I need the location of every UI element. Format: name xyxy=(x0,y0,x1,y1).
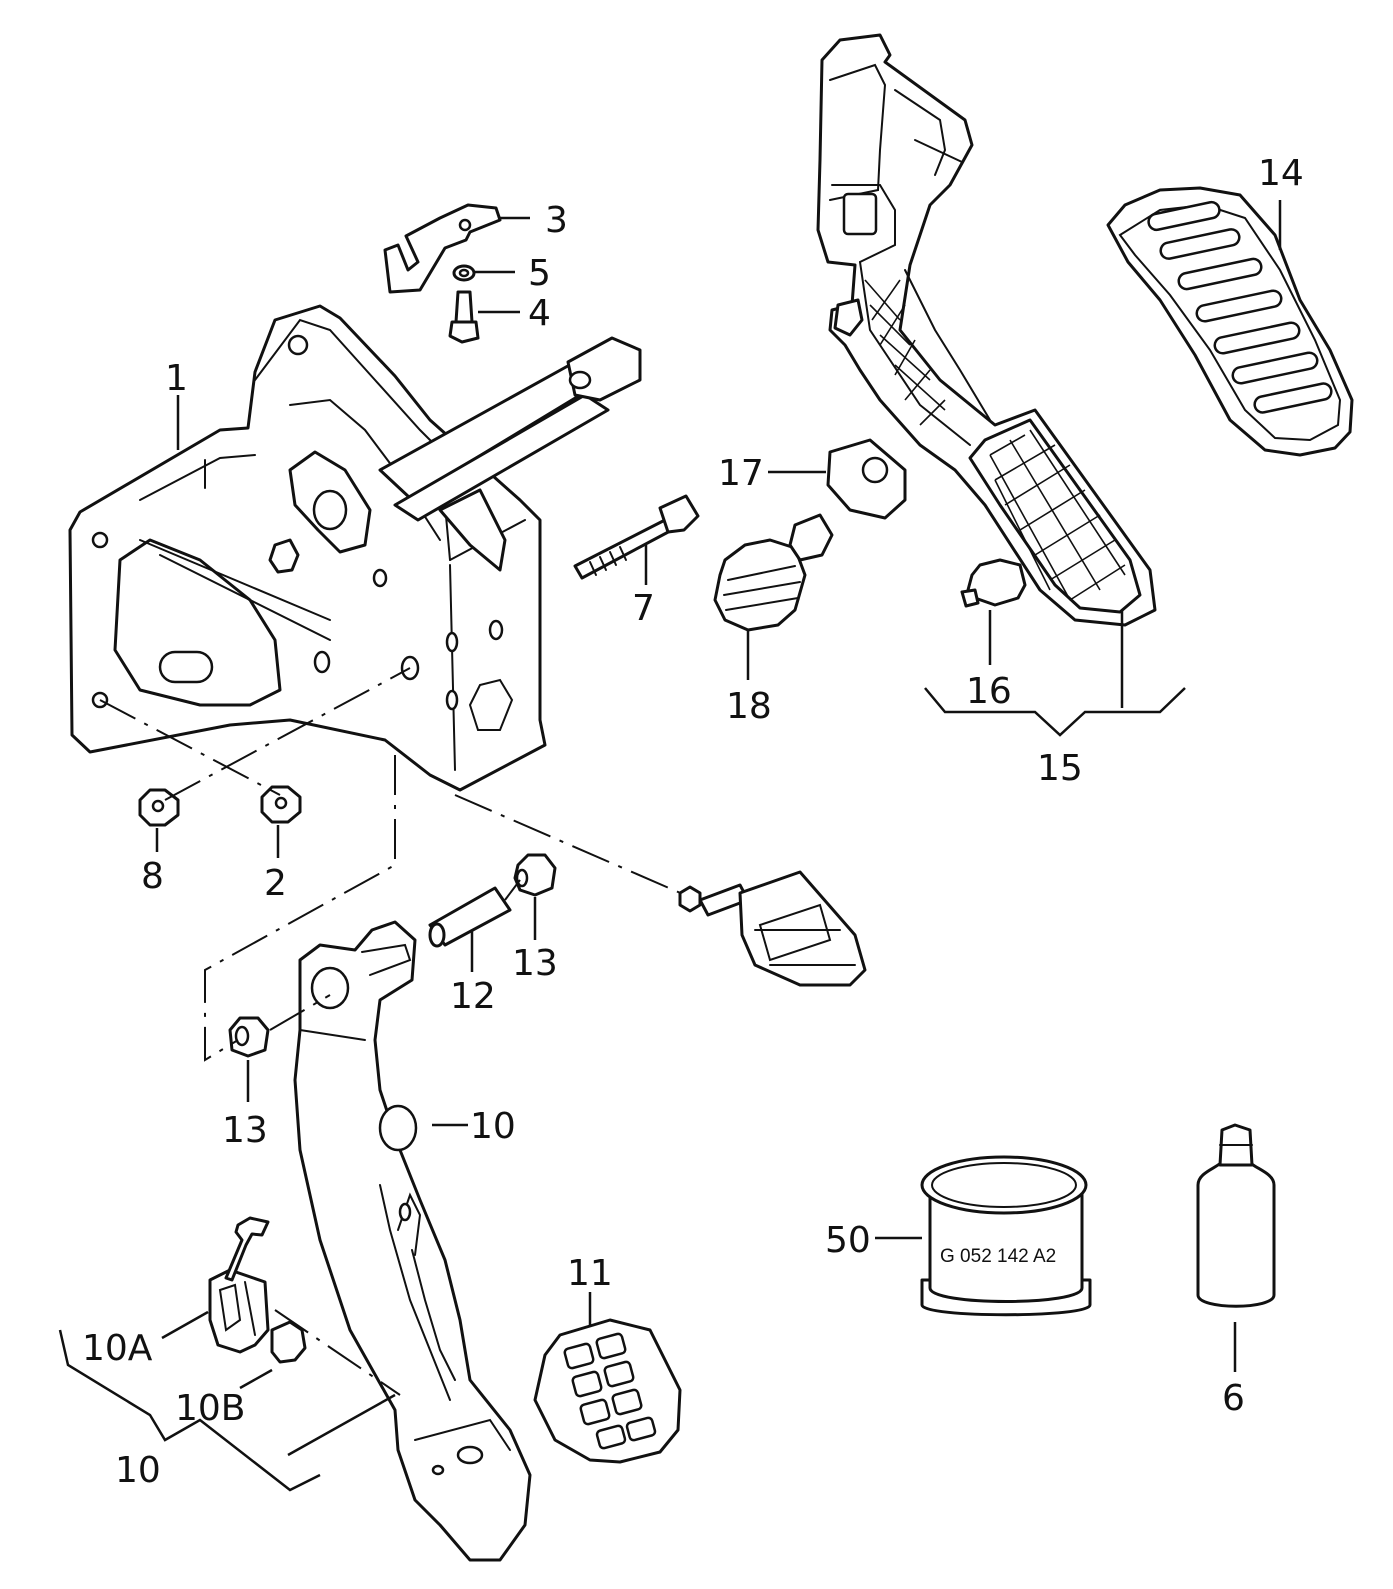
alignment-line-6 xyxy=(504,879,521,901)
callout-4: 4 xyxy=(528,293,551,334)
callout-10-group: 10 xyxy=(115,1450,161,1491)
bracket-part-3 xyxy=(383,203,502,294)
callout-50: 50 xyxy=(825,1220,871,1261)
callout-14: 14 xyxy=(1258,153,1304,194)
callout-8: 8 xyxy=(141,856,164,897)
callout-13-top: 13 xyxy=(512,943,558,984)
grease-can-part-50: G 052 142 A2 xyxy=(920,1155,1092,1317)
bottle-part-6 xyxy=(1196,1123,1276,1308)
callout-2: 2 xyxy=(264,863,287,904)
pedal-pad-part-11 xyxy=(533,1318,682,1464)
callout-17: 17 xyxy=(718,453,764,494)
switch-part-10A xyxy=(208,1216,270,1354)
clutch-pedal-part-10 xyxy=(293,920,532,1562)
callout-11: 11 xyxy=(567,1253,613,1294)
callout-12: 12 xyxy=(450,976,496,1017)
callout-7: 7 xyxy=(632,588,655,629)
alignment-line-2 xyxy=(164,667,411,801)
alignment-line-1 xyxy=(99,699,281,796)
alignment-line-7 xyxy=(274,1309,401,1396)
rubber-stop-part-17 xyxy=(826,438,907,520)
bump-stop-part-18 xyxy=(713,513,834,632)
callout-10B: 10B xyxy=(175,1388,246,1429)
alignment-line-3 xyxy=(454,794,686,896)
nut-part-2 xyxy=(260,785,302,824)
pedal-shaft xyxy=(378,336,642,572)
callout-labels: 1 3 5 4 7 17 18 16 14 15 8 2 13 12 13 10… xyxy=(82,153,1304,1491)
alignment-line-4 xyxy=(204,755,396,1062)
callout-3: 3 xyxy=(545,200,568,241)
bushing-part-13-bottom xyxy=(228,1016,270,1058)
callout-16: 16 xyxy=(966,671,1012,712)
callout-1: 1 xyxy=(165,358,188,399)
pedal-pad-part-14 xyxy=(1106,186,1354,457)
callout-5: 5 xyxy=(528,253,551,294)
callout-10-pedal: 10 xyxy=(470,1106,516,1147)
bolt-part-4 xyxy=(448,290,480,344)
clip-part-10B xyxy=(270,1320,307,1364)
clutch-master-cylinder xyxy=(678,870,867,987)
callout-13-bottom: 13 xyxy=(222,1110,268,1151)
grease-can-label: G 052 142 A2 xyxy=(940,1246,1056,1267)
bolt-part-7 xyxy=(573,494,700,580)
plug-part-16 xyxy=(960,558,1027,608)
accelerator-pedal-part-15 xyxy=(816,33,1157,627)
callout-10A: 10A xyxy=(82,1328,153,1369)
callout-15: 15 xyxy=(1037,748,1083,789)
leader-lines xyxy=(58,200,1282,1492)
sleeve-part-12 xyxy=(428,886,512,948)
alignment-line-5 xyxy=(269,994,331,1031)
washer-part-5 xyxy=(452,264,476,282)
callout-6: 6 xyxy=(1222,1378,1245,1419)
callout-18: 18 xyxy=(726,686,772,727)
bushing-part-13-top xyxy=(513,853,557,897)
